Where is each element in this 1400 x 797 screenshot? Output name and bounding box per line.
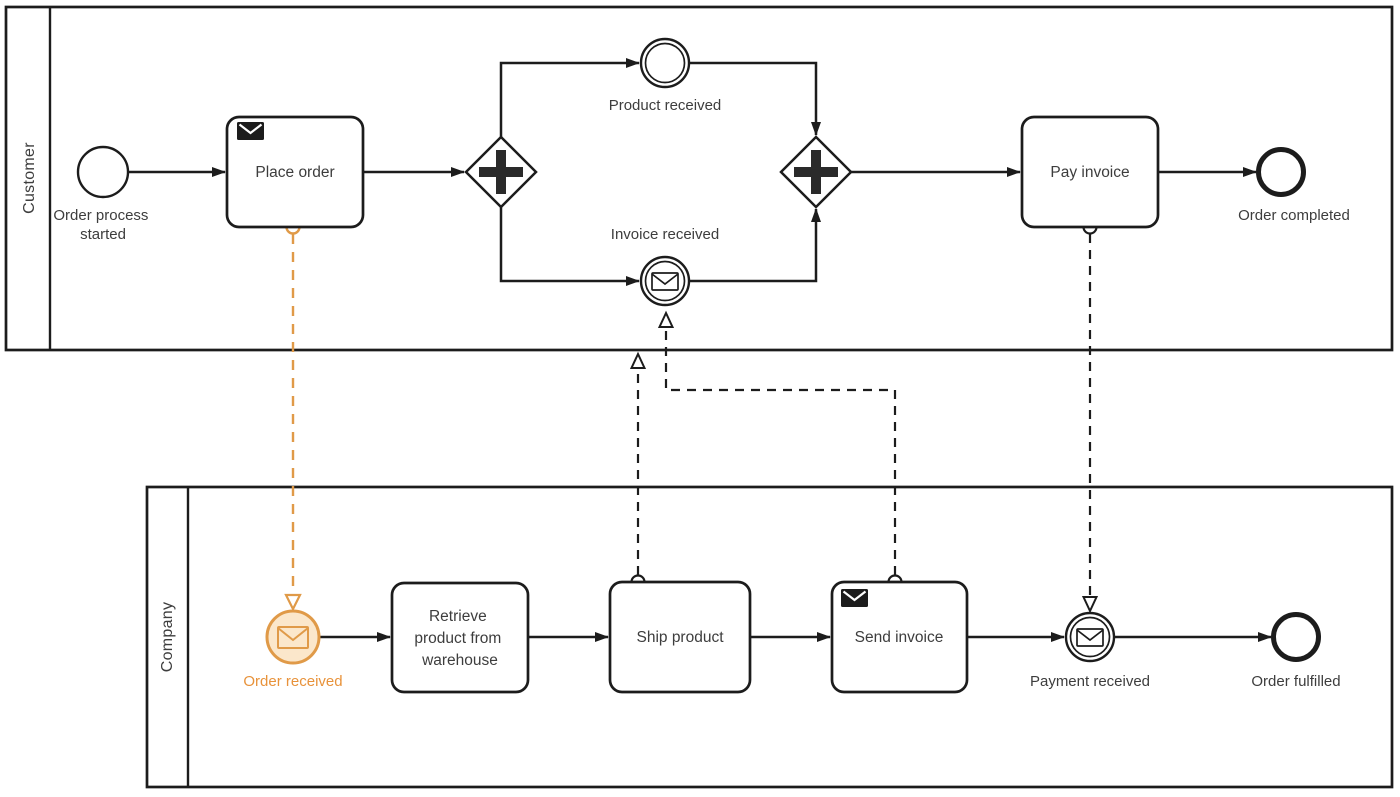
task-place-order: Place order xyxy=(225,115,365,229)
end-event-order-fulfilled-label: Order fulfilled xyxy=(1251,673,1340,690)
plus-icon xyxy=(794,150,838,194)
event-invoice-received: Invoice received xyxy=(611,226,719,307)
event-payment-received-label: Payment received xyxy=(1030,673,1150,690)
open-arrowhead-icon xyxy=(629,351,647,369)
pool-customer: Customer xyxy=(4,5,1394,352)
intermediate-event-inner-circle xyxy=(1069,616,1111,658)
intermediate-event-outer-circle xyxy=(639,37,691,89)
task-place-order-label: Place order xyxy=(255,164,334,181)
task-ship-product-label: Ship product xyxy=(636,629,724,646)
open-arrowhead-icon xyxy=(284,593,302,612)
task-pay-invoice: Pay invoice xyxy=(1020,115,1160,229)
message-start-event-circle xyxy=(265,609,321,665)
end-event-circle xyxy=(1256,147,1306,197)
task-send-invoice: Send invoice xyxy=(830,580,969,694)
task-box xyxy=(225,115,365,229)
message-icon xyxy=(1076,628,1104,647)
intermediate-event-outer-circle xyxy=(639,255,691,307)
event-product-received-label: Product received xyxy=(609,97,722,114)
task-box xyxy=(608,580,752,694)
task-send-invoice-label: Send invoice xyxy=(855,629,944,646)
flow-product-received-to-gateway-join xyxy=(689,61,821,136)
task-pay-invoice-label: Pay invoice xyxy=(1050,164,1129,181)
task-box xyxy=(1020,115,1160,229)
end-event-order-fulfilled: Order fulfilled xyxy=(1251,612,1341,690)
start-event-order-process-started: Order process started xyxy=(53,145,152,243)
start-event-circle xyxy=(76,145,130,199)
task-box xyxy=(390,581,530,694)
open-arrowhead-icon xyxy=(657,310,675,328)
task-ship-product: Ship product xyxy=(608,580,752,694)
message-icon xyxy=(651,272,679,291)
start-event-label: Order process started xyxy=(53,207,152,243)
plus-icon xyxy=(479,150,523,194)
intermediate-event-inner-circle xyxy=(644,260,686,302)
event-invoice-received-label: Invoice received xyxy=(611,226,719,243)
task-retrieve-product: Retrieve product from warehouse xyxy=(390,581,530,694)
parallel-gateway-split xyxy=(464,135,538,209)
message-icon xyxy=(841,589,868,607)
event-payment-received: Payment received xyxy=(1030,611,1150,690)
parallel-gateway-join xyxy=(779,135,853,209)
flow-gateway-split-to-product-received xyxy=(499,58,640,137)
end-event-order-completed-label: Order completed xyxy=(1238,207,1350,224)
open-arrowhead-icon xyxy=(1081,596,1099,614)
start-event-order-received: Order received xyxy=(243,609,343,690)
intermediate-event-inner-circle xyxy=(644,42,686,84)
flow-invoice-received-to-gateway-join xyxy=(689,208,821,283)
flow-gateway-split-to-invoice-received xyxy=(499,207,640,286)
task-retrieve-product-label: Retrieve product from warehouse xyxy=(414,608,505,669)
message-icon xyxy=(237,122,264,140)
end-event-order-completed: Order completed xyxy=(1238,147,1350,224)
pool-company-label: Company xyxy=(159,602,176,673)
pool-customer-body xyxy=(4,5,1394,352)
pool-customer-label: Customer xyxy=(21,142,38,214)
intermediate-event-outer-circle xyxy=(1064,611,1116,663)
event-product-received: Product received xyxy=(609,37,722,114)
message-icon xyxy=(277,626,309,649)
end-event-circle xyxy=(1271,612,1321,662)
start-event-order-received-label: Order received xyxy=(243,673,342,690)
task-box xyxy=(830,580,969,694)
sequence-flows xyxy=(129,58,1272,642)
